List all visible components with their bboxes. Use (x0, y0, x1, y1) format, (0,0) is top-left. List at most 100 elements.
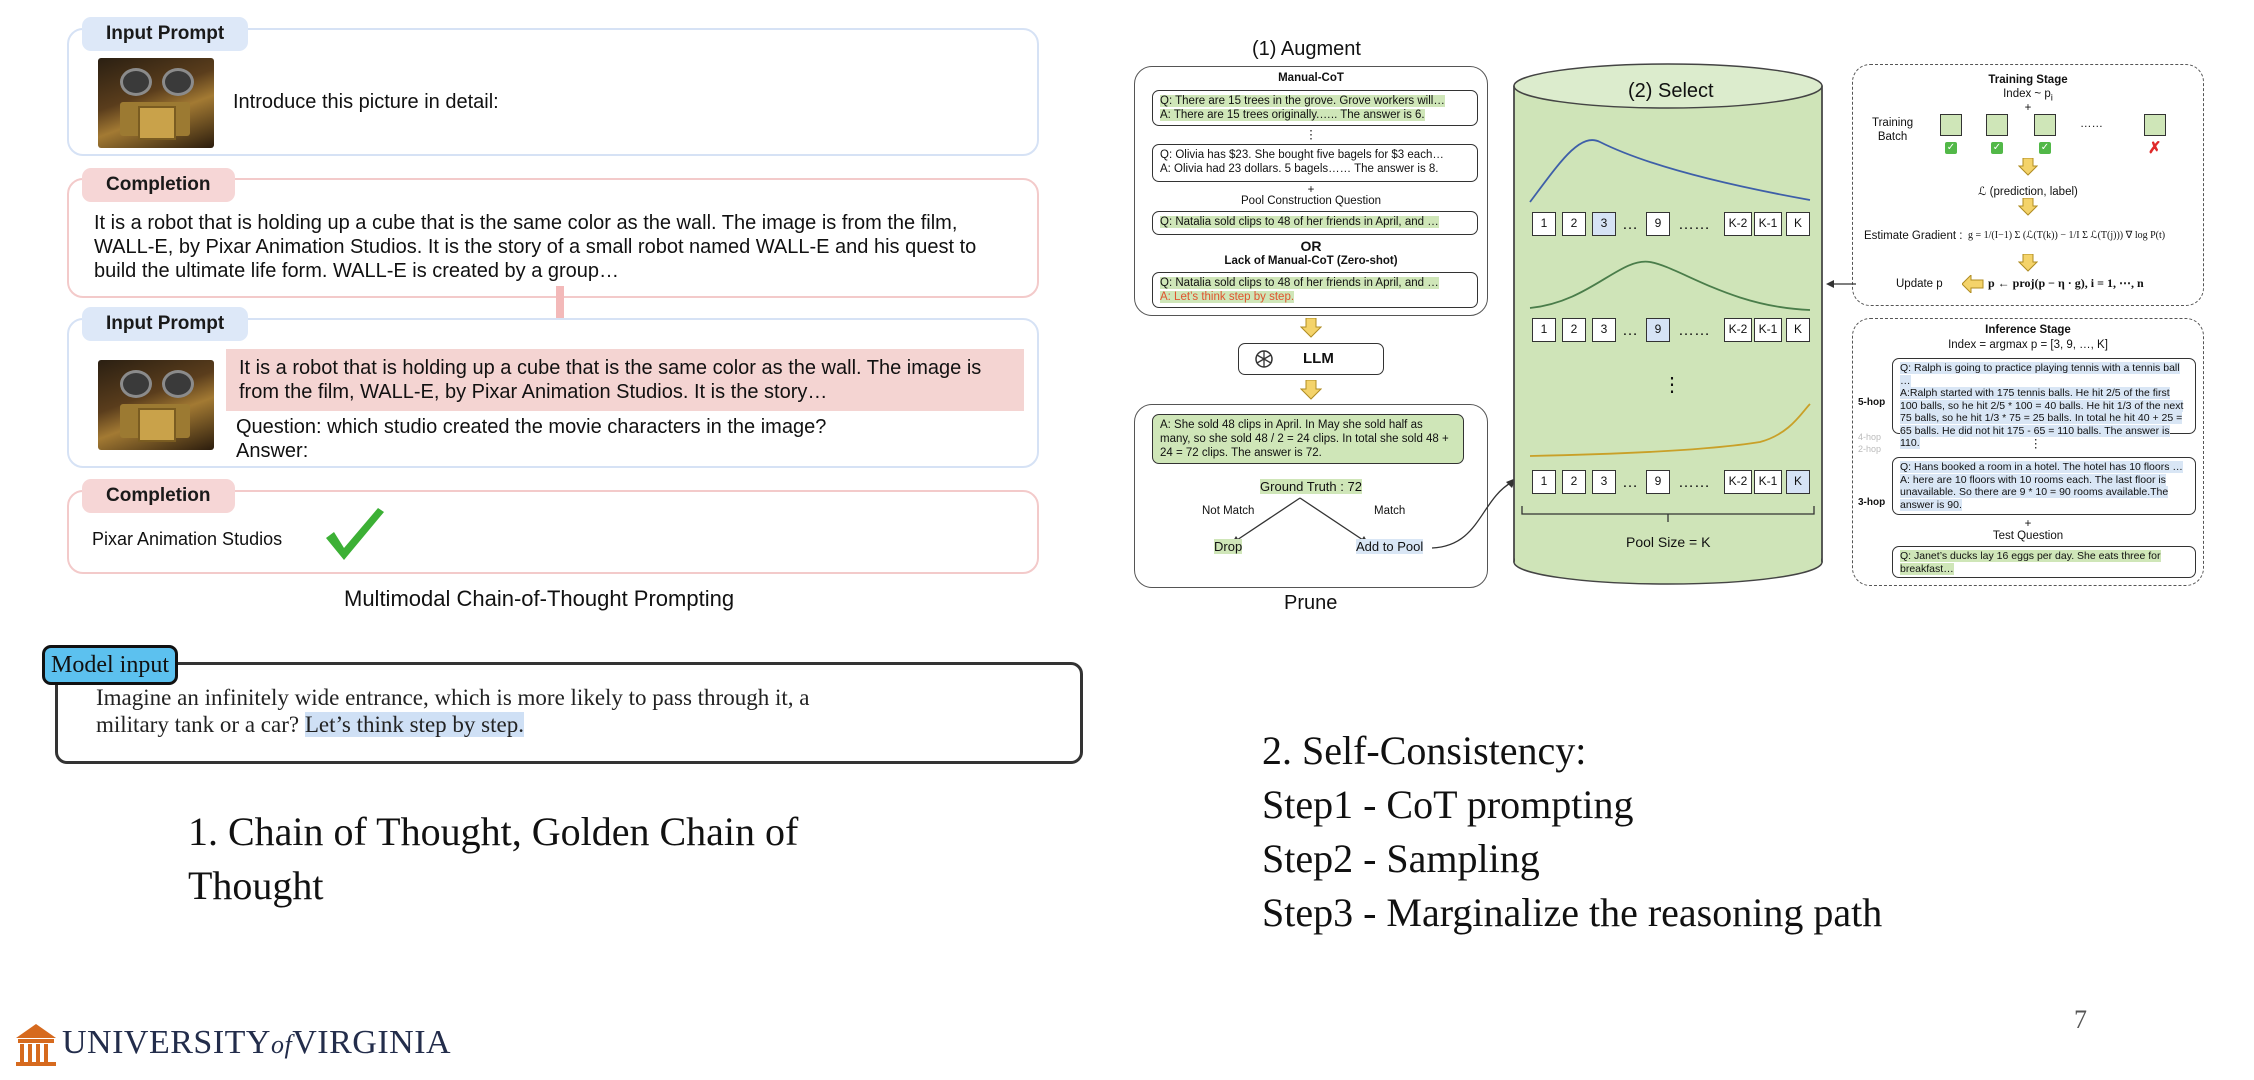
pool-ellipsis: … (1622, 216, 1638, 233)
pool-cell-selected: 9 (1646, 318, 1670, 342)
training-index-sub: i (2050, 92, 2053, 104)
qa-card-1: Q: There are 15 trees in the grove. Grov… (1152, 90, 1478, 126)
caption-chain-of-thought: 1. Chain of Thought, Golden Chain of Tho… (188, 805, 798, 913)
model-input-box (55, 662, 1083, 764)
gradient-label: Estimate Gradient : (1864, 230, 1963, 242)
inference-qa-3hop: Q: Hans booked a room in a hotel. The ho… (1892, 457, 2196, 515)
qa-4-answer: A: Let’s think step by step. (1160, 291, 1295, 303)
select-vdots: ⋮ (1662, 374, 1682, 396)
caption-left-line-2: Thought (188, 863, 324, 908)
generated-answer-card: A: She sold 48 clips in April. In May sh… (1152, 414, 1464, 464)
inference-q5: Q: Ralph is going to practice playing te… (1900, 362, 2180, 387)
ground-truth-text: Ground Truth : 72 (1260, 479, 1362, 494)
five-hop-label: 5-hop (1858, 397, 1886, 408)
multimodal-caption: Multimodal Chain-of-Thought Prompting (344, 586, 735, 611)
qa-card-3: Q: Natalia sold clips to 48 of her frien… (1152, 211, 1478, 235)
select-title: (2) Select (1628, 80, 1714, 102)
question-text: Question: which studio created the movie… (236, 416, 827, 438)
caption-right-line-4: Step3 - Marginalize the reasoning path (1262, 890, 1883, 935)
training-batch-line-1: Training (1872, 117, 1914, 129)
qa-1-answer: A: There are 15 trees originally.….. The… (1160, 109, 1425, 121)
logo-university: UNIVERSITY (62, 1024, 271, 1061)
training-down-arrow-3 (2018, 254, 2038, 272)
manual-cot-label: Manual-CoT (1278, 72, 1344, 84)
test-question-card: Q: Janet’s ducks lay 16 eggs per day. Sh… (1892, 546, 2196, 578)
qa-2-answer: A: Olivia had 23 dollars. 5 bagels…… The… (1160, 163, 1439, 175)
completion-text-line-2: WALL-E, by Pixar Animation Studios. It i… (94, 236, 977, 258)
logo-text: UNIVERSITYofVIRGINIA (62, 1024, 451, 1062)
lack-manual-cot-label: Lack of Manual-CoT (Zero-shot) (1224, 255, 1398, 267)
pool-cell: 3 (1592, 470, 1616, 494)
pool-cell: 3 (1592, 318, 1616, 342)
caption-right-line-3: Step2 - Sampling (1262, 836, 1540, 881)
batch-item (2144, 114, 2166, 136)
robot-image-1 (98, 58, 214, 148)
pool-ellipsis: … (1622, 474, 1638, 491)
or-label: OR (1300, 238, 1322, 254)
yellow-left-arrow (1962, 275, 1984, 293)
model-input-line-2: military tank or a car? (96, 712, 300, 737)
training-index-text: Index ~ p (2003, 88, 2051, 100)
model-input-line-1: Imagine an infinitely wide entrance, whi… (96, 685, 810, 710)
four-hop-label: 4-hop (1858, 432, 1882, 442)
inference-q3: Q: Hans booked a room in a hotel. The ho… (1900, 461, 2183, 473)
final-answer-text: Pixar Animation Studios (92, 529, 283, 549)
qa-3-question: Q: Natalia sold clips to 48 of her frien… (1160, 216, 1439, 228)
caption-self-consistency: 2. Self-Consistency: Step1 - CoT prompti… (1262, 724, 1882, 940)
training-title: Training Stage (1988, 74, 2068, 86)
pool-curve-arrow (1431, 478, 1516, 549)
lets-think-highlight: Let’s think step by step. (304, 712, 524, 737)
inference-vdots: ⋮ (2030, 438, 2042, 450)
batch-ellipsis: …… (2080, 118, 2103, 130)
robot-image-2 (98, 360, 214, 450)
pool-cell: K-1 (1754, 212, 1782, 236)
inference-plus: + (2024, 518, 2032, 530)
rotunda-icon (16, 1024, 56, 1066)
llm-label: LLM (1303, 350, 1334, 367)
training-batch-line-2: Batch (1877, 131, 1908, 143)
input-prompt-tag-1: Input Prompt (82, 17, 249, 51)
loss-label: ℒ (prediction, label) (1978, 186, 2078, 198)
caption-right-line-2: Step1 - CoT prompting (1262, 782, 1634, 827)
pool-cell: K-2 (1724, 470, 1752, 494)
pool-construction-label: Pool Construction Question (1241, 195, 1381, 207)
logo-of: of (270, 1030, 293, 1059)
pool-cell: K-1 (1754, 318, 1782, 342)
check-icon: ✓ (2039, 142, 2051, 154)
pool-cell: 1 (1532, 470, 1556, 494)
yellow-down-arrow-2 (1300, 380, 1322, 400)
pool-cell: 1 (1532, 318, 1556, 342)
batch-item (1940, 114, 1962, 136)
intro-prompt-text: Introduce this picture in detail: (233, 91, 499, 113)
prompt-highlight-area (226, 349, 1024, 411)
inference-qa-5hop: Q: Ralph is going to practice playing te… (1892, 358, 2196, 449)
training-plus: + (2024, 102, 2032, 114)
training-index: Index ~ pi (1852, 88, 2204, 103)
completion-text-line-1: It is a robot that is holding up a cube … (94, 212, 958, 234)
three-hop-label: 3-hop (1858, 497, 1886, 508)
pool-cell: K (1786, 212, 1810, 236)
completion-text-line-3: build the ultimate life form. WALL-E is … (94, 260, 620, 282)
model-input-tag: Model input (42, 645, 178, 685)
gradient-formula: g = 1/(I−1) Σ (ℒ(T(k)) − 1/I Σ ℒ(T(j))) … (1968, 230, 2166, 241)
pool-cell: 2 (1562, 318, 1586, 342)
pool-ellipsis: … (1622, 322, 1638, 339)
cross-icon: ✗ (2148, 140, 2162, 157)
pool-cell: 1 (1532, 212, 1556, 236)
pool-cell-selected: K (1786, 470, 1810, 494)
qa-card-4: Q: Natalia sold clips to 48 of her frien… (1152, 272, 1478, 308)
training-down-arrow-1 (2018, 158, 2038, 176)
not-match-label: Not Match (1202, 505, 1255, 517)
caption-right-line-1: 2. Self-Consistency: (1262, 728, 1587, 773)
pool-cell: 9 (1646, 212, 1670, 236)
qa-dots: ⋮ (1305, 129, 1317, 141)
completion-tag-2: Completion (82, 479, 235, 513)
qa-2-question: Q: Olivia has $23. She bought five bagel… (1160, 149, 1444, 161)
pool-ellipsis: …… (1678, 322, 1710, 339)
pool-cell: K-2 (1724, 212, 1752, 236)
pool-cell: 9 (1646, 470, 1670, 494)
pool-cell-selected: 3 (1592, 212, 1616, 236)
inference-a3: A: here are 10 floors with 10 rooms each… (1900, 473, 2169, 511)
qa-4-question: Q: Natalia sold clips to 48 of her frien… (1160, 277, 1439, 289)
test-question-label: Test Question (1992, 530, 2064, 542)
